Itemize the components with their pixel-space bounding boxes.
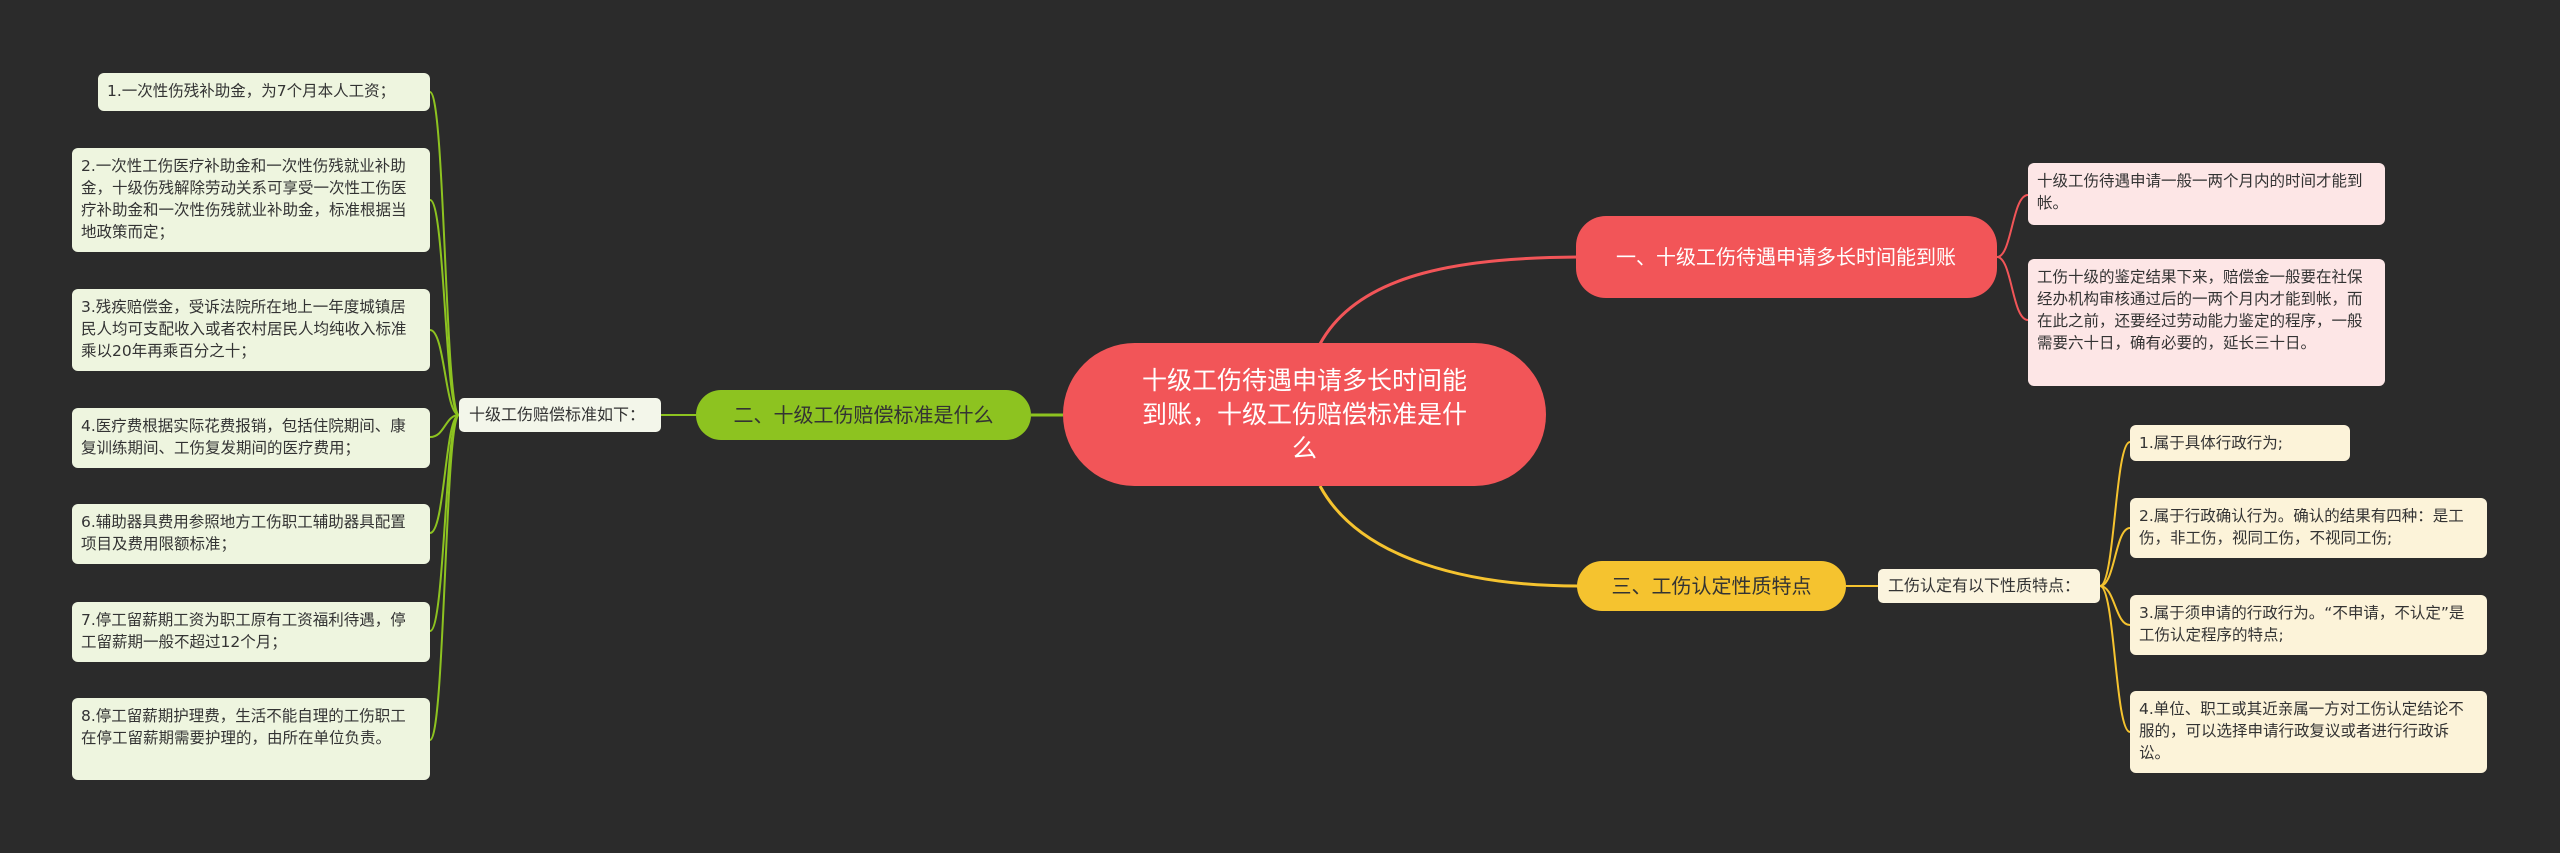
- branch-injury-nature[interactable]: 三、工伤认定性质特点: [1577, 561, 1846, 611]
- leaf-injury-nature-3[interactable]: 3.属于须申请的行政行为。“不申请，不认定”是工伤认定程序的特点;: [2130, 595, 2487, 655]
- branch-compensation-standard-label: 二、十级工伤赔偿标准是什么: [733, 402, 994, 427]
- compensation-sub-label[interactable]: 十级工伤赔偿标准如下：: [459, 398, 661, 432]
- branch-payment-time[interactable]: 一、十级工伤待遇申请多长时间能到账: [1576, 216, 1997, 298]
- central-topic[interactable]: 十级工伤待遇申请多长时间能到账，十级工伤赔偿标准是什么: [1063, 343, 1546, 486]
- leaf-injury-nature-4[interactable]: 4.单位、职工或其近亲属一方对工伤认定结论不服的，可以选择申请行政复议或者进行行…: [2130, 691, 2487, 773]
- branch-compensation-standard[interactable]: 二、十级工伤赔偿标准是什么: [696, 390, 1031, 440]
- branch-payment-time-label: 一、十级工伤待遇申请多长时间能到账: [1616, 244, 1956, 269]
- leaf-compensation-8[interactable]: 8.停工留薪期护理费，生活不能自理的工伤职工在停工留薪期需要护理的，由所在单位负…: [72, 698, 430, 780]
- leaf-compensation-2[interactable]: 2.一次性工伤医疗补助金和一次性伤残就业补助金，十级伤残解除劳动关系可享受一次性…: [72, 148, 430, 252]
- injury-nature-sub-label[interactable]: 工伤认定有以下性质特点：: [1878, 569, 2100, 603]
- leaf-payment-time-2[interactable]: 工伤十级的鉴定结果下来，赔偿金一般要在社保经办机构审核通过后的一两个月内才能到帐…: [2028, 259, 2385, 386]
- leaf-compensation-4[interactable]: 4.医疗费根据实际花费报销，包括住院期间、康复训练期间、工伤复发期间的医疗费用；: [72, 408, 430, 468]
- leaf-compensation-1[interactable]: 1.一次性伤残补助金，为7个月本人工资；: [98, 73, 430, 111]
- leaf-injury-nature-2[interactable]: 2.属于行政确认行为。确认的结果有四种：是工伤，非工伤，视同工伤，不视同工伤;: [2130, 498, 2487, 558]
- leaf-compensation-6[interactable]: 6.辅助器具费用参照地方工伤职工辅助器具配置项目及费用限额标准；: [72, 504, 430, 564]
- leaf-compensation-3[interactable]: 3.残疾赔偿金，受诉法院所在地上一年度城镇居民人均可支配收入或者农村居民人均纯收…: [72, 289, 430, 371]
- leaf-compensation-7[interactable]: 7.停工留薪期工资为职工原有工资福利待遇，停工留薪期一般不超过12个月；: [72, 602, 430, 662]
- leaf-injury-nature-1[interactable]: 1.属于具体行政行为;: [2130, 425, 2350, 461]
- branch-injury-nature-label: 三、工伤认定性质特点: [1611, 573, 1812, 598]
- leaf-payment-time-1[interactable]: 十级工伤待遇申请一般一两个月内的时间才能到帐。: [2028, 163, 2385, 225]
